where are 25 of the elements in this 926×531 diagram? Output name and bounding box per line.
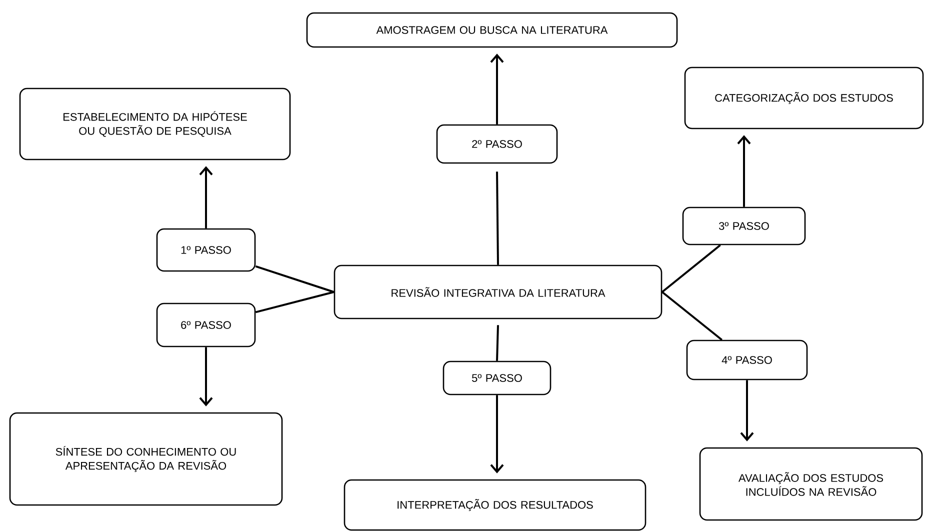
connector-line: [255, 265, 334, 293]
connector-line: [255, 291, 334, 314]
step-box: 4º PASSO: [686, 340, 808, 380]
connector-line: [662, 244, 721, 293]
result-box: CATEGORIZAÇÃO DOS ESTUDOS: [684, 66, 924, 130]
step-box: 3º PASSO: [682, 206, 806, 246]
step-box: 5º PASSO: [442, 360, 552, 396]
connector-line: [662, 291, 722, 341]
arrow: [199, 347, 213, 406]
step-box: 2º PASSO: [436, 124, 558, 164]
result-box: INTERPRETAÇÃO DOS RESULTADOS: [344, 479, 646, 531]
arrow: [737, 135, 751, 207]
result-box: AVALIAÇÃO DOS ESTUDOS INCLUÍDOS NA REVISÃO: [699, 447, 923, 521]
arrow: [490, 54, 504, 124]
connector-line: [496, 172, 499, 265]
result-box: SÍNTESE DO CONHECIMENTO OU APRESENTAÇÃO DA REVISÃO: [9, 412, 283, 506]
arrow: [740, 380, 754, 442]
result-box: ESTABELECIMENTO DA HIPÓTESE OU QUESTÃO DE PESQUISA: [19, 88, 291, 160]
connector-line: [496, 325, 499, 361]
arrow: [199, 166, 213, 228]
step-box: 1º PASSO: [156, 228, 256, 272]
title-box: REVISÃO INTEGRATIVA DA LITERATURA: [334, 264, 662, 320]
result-box: AMOSTRAGEM OU BUSCA NA LITERATURA: [306, 12, 678, 48]
step-box: 6º PASSO: [156, 302, 256, 348]
arrow: [490, 395, 504, 474]
